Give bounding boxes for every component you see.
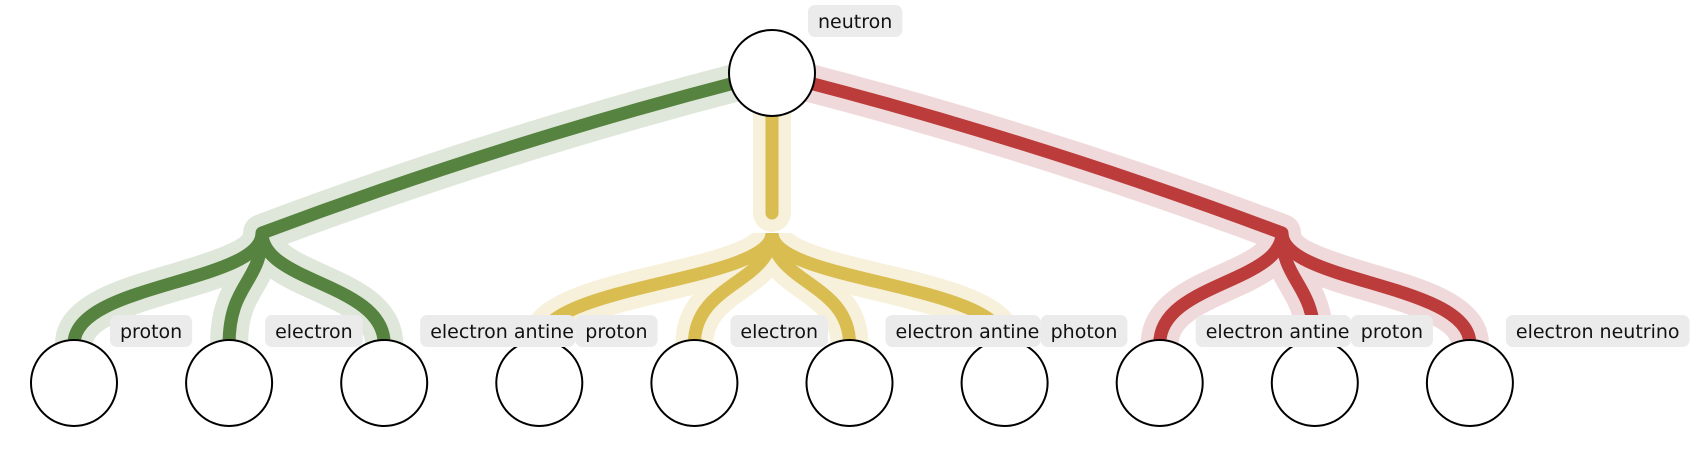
node-label-text: electron xyxy=(275,321,353,343)
edge-green xyxy=(255,232,391,345)
node-label-background xyxy=(420,315,576,347)
node-label: photon xyxy=(1040,315,1128,347)
node-label-text: electron antineutrino xyxy=(430,321,630,343)
node-label-text: proton xyxy=(120,321,182,343)
node-label-background xyxy=(808,5,903,37)
root-node[interactable] xyxy=(728,29,816,117)
child-node[interactable] xyxy=(185,339,274,427)
child-node[interactable] xyxy=(30,339,118,427)
node-label-background xyxy=(110,315,193,347)
node-label-text: electron antineutrino xyxy=(896,321,1096,343)
node-label: neutron xyxy=(808,5,903,37)
child-node[interactable] xyxy=(1115,339,1204,427)
node-label-background xyxy=(730,315,829,347)
node-label-background xyxy=(575,315,658,347)
node-label: proton xyxy=(1350,315,1434,347)
child-node[interactable] xyxy=(1270,339,1359,427)
edge-trunk-red xyxy=(795,74,1289,240)
node-label-background xyxy=(265,315,363,347)
node-label-text: electron xyxy=(740,321,818,343)
node-label: proton xyxy=(575,315,658,347)
node-label: electron xyxy=(265,315,363,347)
child-node[interactable] xyxy=(650,339,739,427)
node-label: electron antineutrino xyxy=(885,315,1096,347)
child-node[interactable] xyxy=(960,339,1049,427)
node-label-text: proton xyxy=(585,321,647,343)
node-label: electron antineutrino xyxy=(1195,315,1406,347)
node-label-background xyxy=(1350,315,1434,347)
node-label-background xyxy=(1040,315,1128,347)
node-label-text: photon xyxy=(1051,321,1118,343)
node-label-text: electron antineutrino xyxy=(1206,321,1406,343)
node-label-text: electron neutrino xyxy=(1516,321,1680,343)
node-label: electron antineutrino xyxy=(420,315,630,347)
child-node[interactable] xyxy=(340,339,429,427)
child-node[interactable] xyxy=(805,339,894,427)
edge-red xyxy=(1275,231,1477,345)
child-node[interactable] xyxy=(495,339,584,427)
node-label-background xyxy=(885,315,1041,347)
node-label: electron xyxy=(730,315,829,347)
edge-trunk-green xyxy=(255,74,749,240)
edge-red xyxy=(1153,232,1289,345)
node-label: proton xyxy=(110,315,193,347)
node-label-background xyxy=(1195,315,1351,347)
edge-green xyxy=(67,231,269,345)
node-labels: neutron proton electron electron antineutri… xyxy=(110,5,1690,347)
node-label-text: neutron xyxy=(818,11,892,33)
node-label-text: proton xyxy=(1361,321,1423,343)
nodes xyxy=(30,29,1514,427)
node-label: electron neutrino xyxy=(1505,315,1690,347)
node-label-background xyxy=(1505,315,1690,347)
child-node[interactable] xyxy=(1425,339,1514,427)
